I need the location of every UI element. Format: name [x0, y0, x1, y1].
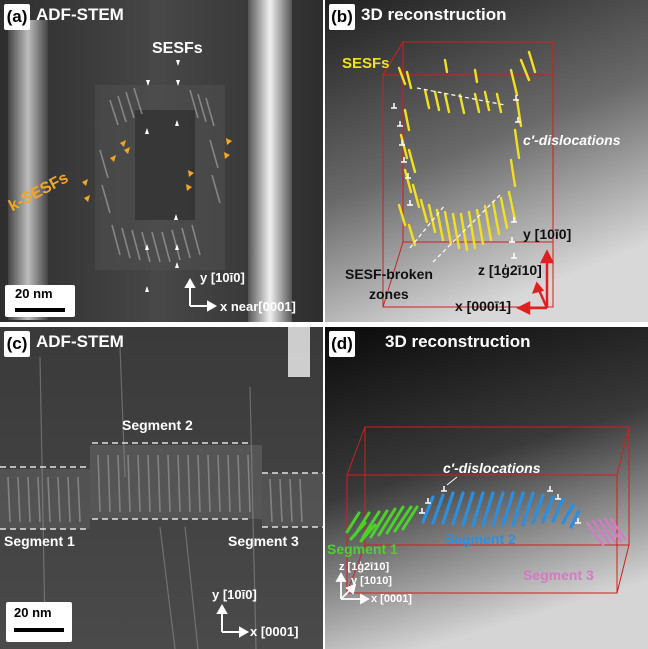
panel-c-axis-x: x [0001] [250, 624, 299, 639]
c-dislocation-markers [391, 95, 521, 259]
panel-c-scale-box: 20 nm [6, 602, 72, 642]
panel-a-axis-x: x near[0001] [220, 299, 296, 314]
panel-c-scale-label: 20 nm [14, 605, 52, 620]
panel-a-axis-y: y [10ī0] [200, 270, 245, 285]
panel-a-title: ADF-STEM [36, 5, 124, 24]
panel-a-image [0, 0, 323, 322]
segment-1-label: Segment 1 [4, 533, 75, 549]
panel-b-axis-y: y [10ī0] [523, 226, 572, 242]
panel-c-axes [216, 603, 250, 638]
panel-d-c-dislocation-markers [419, 486, 581, 524]
panel-c-label: (c) [4, 331, 30, 357]
segment-3-reconstruction [585, 517, 627, 547]
segment-1-band [0, 469, 90, 529]
panel-c-title: ADF-STEM [36, 332, 124, 351]
panel-b-sesfs-annotation: SESFs [342, 55, 390, 72]
panel-c-image [0, 327, 323, 649]
panel-c: (c) ADF-STEM Segment 1 Segment 2 Segment… [0, 327, 323, 649]
segment-boundaries [0, 442, 323, 530]
panel-b-axes [516, 249, 555, 316]
segment-2-band [90, 445, 262, 519]
panel-d-segment-2: Segment 2 [445, 531, 516, 547]
panel-d-label: (d) [329, 331, 355, 357]
panel-a: (a) ADF-STEM SESFs k-SESFs y [10ī0] x ne… [0, 0, 323, 322]
bright-column-left [8, 20, 48, 320]
sesf-striations [99, 87, 221, 263]
sesfs-annotation: SESFs [152, 40, 203, 57]
sesf-reconstruction [397, 50, 537, 252]
k-sesf-markers [82, 138, 232, 202]
panel-d-image [325, 327, 648, 649]
panel-d-axes [335, 572, 370, 605]
panel-a-axes [184, 277, 218, 312]
panel-c-scale-bar [14, 628, 64, 632]
sesf-broken-zone-lines [409, 87, 506, 263]
sesf-broken-zones-line1: SESF-broken [345, 266, 433, 282]
panel-b-label: (b) [329, 4, 355, 30]
panel-a-label: (a) [4, 4, 30, 30]
segment-striations [7, 454, 303, 523]
panel-b-title: 3D reconstruction [361, 5, 507, 24]
segment-2-label: Segment 2 [122, 417, 193, 433]
panel-d-axis-x: x [0001] [371, 593, 412, 605]
panel-b-image [325, 0, 648, 322]
panel-d-title: 3D reconstruction [385, 332, 531, 351]
panel-d-reconstruction-box [346, 426, 630, 594]
panel-a-scale-bar [15, 308, 65, 312]
panel-a-scale-label: 20 nm [15, 286, 53, 301]
segment-2-reconstruction [421, 491, 581, 529]
panel-b-axis-z: z [1ģ2ī10] [478, 262, 542, 278]
sesf-broken-zones-line2: zones [369, 286, 409, 302]
segment-1-reconstruction [345, 505, 419, 543]
panel-d-segment-1: Segment 1 [327, 541, 398, 557]
panel-b-c-dislocations: c′-dislocations [523, 132, 621, 148]
panel-d-axis-y: y [1010] [351, 575, 392, 587]
panel-b-axis-x: x [000ī1] [455, 298, 512, 314]
panel-d: (d) 3D reconstruction c′-dislocations Se… [325, 327, 648, 649]
panel-b: (b) 3D reconstruction SESFs c′-dislocati… [325, 0, 648, 322]
panel-a-scale-box: 20 nm [5, 285, 75, 317]
dislocation-lines [39, 346, 257, 649]
panel-c-axis-y: y [10ī0] [212, 587, 257, 602]
panel-d-segment-3: Segment 3 [523, 567, 594, 583]
segment-3-label: Segment 3 [228, 533, 299, 549]
sesf-markers [145, 60, 180, 292]
bright-column-right [248, 0, 292, 322]
panel-d-axis-z: z [1ģ2ī10] [339, 561, 390, 573]
panel-d-c-dislocations: c′-dislocations [443, 460, 541, 476]
